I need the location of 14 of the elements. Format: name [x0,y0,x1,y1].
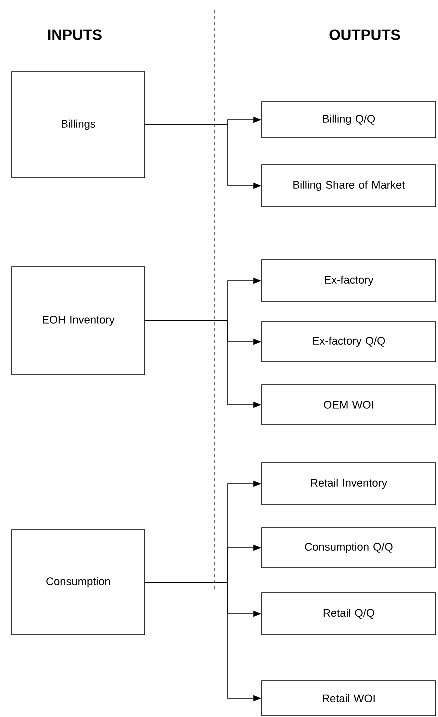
output-box: Billing Q/Q [262,102,436,138]
input-box: Billings [12,72,146,178]
input-box: Consumption [12,530,146,636]
column-heading: OUTPUTS [330,30,400,40]
output-box: Retail Q/Q [262,592,436,636]
column-heading: INPUTS [48,30,102,40]
output-box: Retail WOI [262,680,436,716]
input-box: EOH Inventory [12,266,146,376]
output-box: Consumption Q/Q [262,528,436,568]
output-box: Retail Inventory [262,462,436,506]
output-box: Billing Share of Market [262,164,436,208]
output-box: OEM WOI [262,384,436,426]
output-box: Ex-factory Q/Q [262,322,436,362]
output-box: Ex-factory [262,260,436,302]
